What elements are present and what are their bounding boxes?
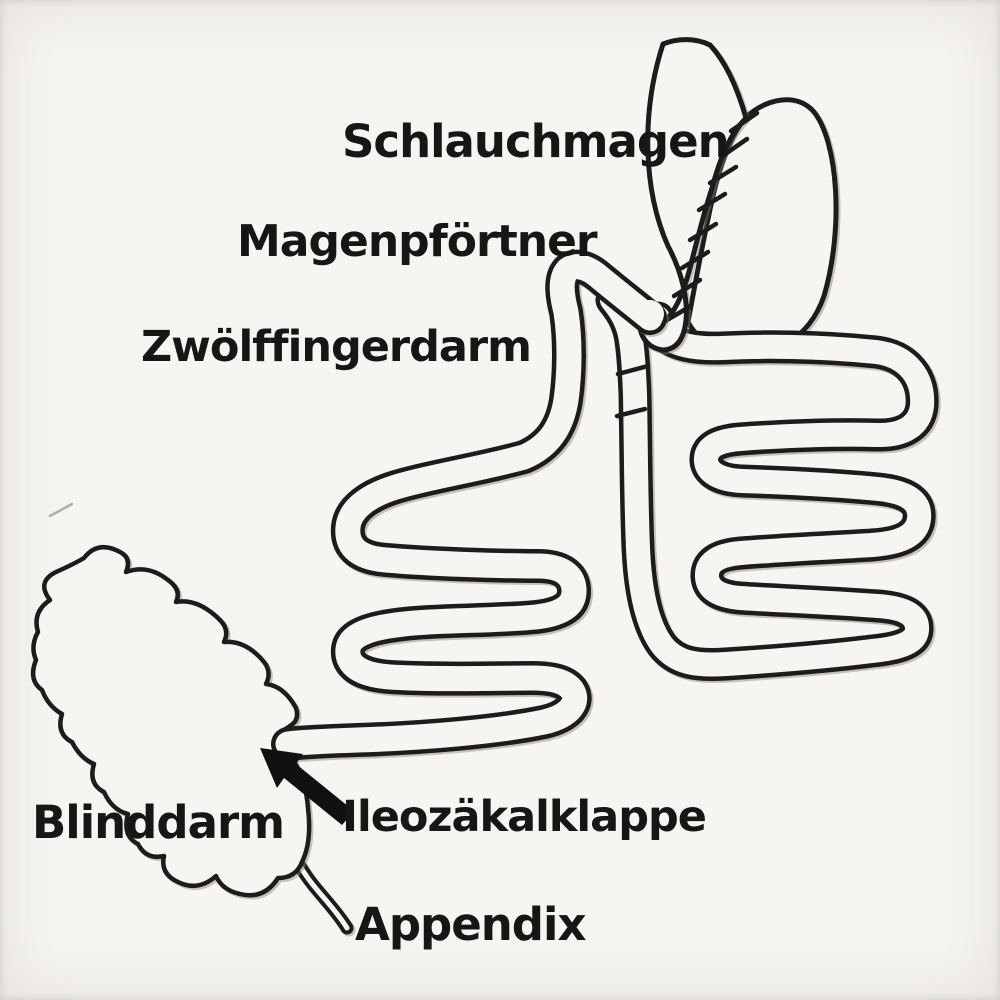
- small-intestine-left-coils: [271, 249, 667, 761]
- tube-tick-mark: [614, 406, 648, 419]
- tube-tick-mark: [615, 363, 651, 377]
- staple-line-ticks: [664, 110, 760, 323]
- label-zwoelffingerdarm: Zwölffingerdarm: [141, 322, 532, 372]
- cecum-colon-outline: [30, 544, 312, 898]
- ileocecal-arrow-icon: [260, 748, 354, 825]
- pencil-smudge: [48, 502, 74, 518]
- label-appendix: Appendix: [355, 898, 586, 951]
- label-schlauchmagen: Schlauchmagen: [342, 115, 730, 168]
- label-blinddarm: Blinddarm: [32, 796, 285, 849]
- small-intestine-right-coils: [595, 283, 939, 681]
- label-magenpfoertner: Magenpförtner: [237, 216, 598, 267]
- label-ileozaekalklappe: Ileozäkalklappe: [342, 792, 707, 842]
- appendix-tail: [293, 859, 354, 935]
